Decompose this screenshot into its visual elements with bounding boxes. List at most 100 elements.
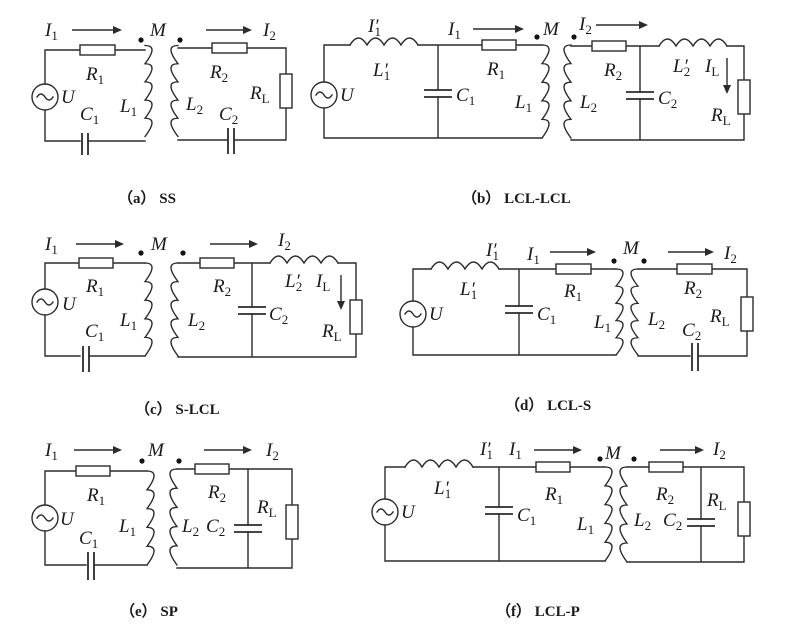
- label-r2: R2: [209, 62, 228, 85]
- dot-primary: [611, 258, 617, 264]
- ac-source-tilde-icon: [36, 93, 54, 101]
- resistor-rl: [737, 501, 751, 537]
- inductor-l1-prime: [430, 261, 500, 270]
- ac-source-tilde-icon: [315, 91, 333, 99]
- label-l1-prime: L′1: [372, 60, 390, 83]
- capacitor-c1: [82, 346, 90, 372]
- ac-source: [310, 81, 338, 109]
- capacitor-c1: [81, 133, 89, 155]
- capacitor-c2: [238, 306, 266, 315]
- label-rl: RL: [249, 83, 270, 106]
- ac-source-tilde-icon: [376, 508, 394, 516]
- label-c1: C1: [456, 85, 475, 108]
- primary-wires: [384, 466, 606, 562]
- dot-primary: [534, 34, 540, 40]
- resistor-rl: [740, 296, 754, 332]
- label-r1: R1: [544, 484, 563, 507]
- caption-d: （d） LCL-S: [505, 396, 591, 414]
- primary-wires: [323, 44, 543, 139]
- primary-wires: [412, 268, 617, 356]
- primary-wires: [44, 470, 148, 566]
- dot-primary: [139, 458, 145, 464]
- caption-c: （c） S-LCL: [135, 400, 220, 418]
- label-l1: L1: [576, 514, 594, 537]
- label-c2: C2: [663, 510, 682, 533]
- label-rl: RL: [321, 321, 342, 344]
- label-i1: I1: [44, 20, 58, 43]
- label-il: IL: [704, 56, 719, 79]
- inductor-l1: [604, 466, 613, 562]
- inductor-l2-prime: [269, 255, 339, 264]
- label-u: U: [340, 85, 355, 106]
- label-rl: RL: [709, 306, 730, 329]
- label-c2: C2: [269, 304, 288, 327]
- ac-source-tilde-icon: [36, 298, 54, 306]
- ac-source-tilde-icon: [36, 514, 54, 522]
- inductor-l1: [144, 44, 153, 138]
- label-l1: L1: [514, 92, 532, 115]
- label-i1-prime: I′1: [479, 439, 493, 462]
- panel-d-lcl-s: I′1 L′1 I1 M I2 R1 R2 U C1 L1 L2 C2 RL （…: [399, 238, 754, 414]
- resistor-r2: [199, 257, 235, 269]
- dot-secondary: [177, 37, 183, 43]
- label-c2: C2: [206, 516, 225, 539]
- panel-a-ss: I1 M I2 R1 R2 RL U C1 L1 L2 C2 （a） SS: [31, 20, 293, 207]
- label-c2: C2: [219, 104, 238, 127]
- dot-primary: [138, 250, 144, 256]
- caption-f: （f） LCL-P: [496, 602, 580, 620]
- label-c2: C2: [682, 320, 701, 343]
- label-u: U: [60, 509, 75, 530]
- label-i1: I1: [44, 234, 58, 257]
- label-c1: C1: [80, 104, 99, 127]
- inductor-l1-prime: [404, 459, 474, 468]
- label-i2: I2: [277, 230, 291, 253]
- primary-wires: [44, 49, 146, 142]
- ac-source: [31, 504, 59, 532]
- label-i1: I1: [508, 439, 522, 462]
- panel-c-s-lcl: I1 M I2 R1 R2 L′2 IL U C1 L1 L2 C2 RL （c…: [31, 230, 363, 418]
- ac-source: [31, 288, 59, 316]
- label-r1: R1: [85, 276, 104, 299]
- label-r2: R2: [212, 276, 231, 299]
- label-i1: I1: [44, 440, 58, 463]
- resistor-r2: [591, 40, 627, 52]
- inductor-l2: [170, 44, 179, 138]
- label-u: U: [62, 294, 77, 315]
- dot-primary: [597, 456, 603, 462]
- label-l1: L1: [119, 96, 137, 119]
- label-l2: L2: [187, 310, 205, 333]
- label-i1-prime: I′1: [367, 16, 381, 39]
- dot-secondary: [571, 34, 577, 40]
- label-l2-prime: L′2: [284, 271, 302, 294]
- dot-secondary: [631, 456, 637, 462]
- label-m: M: [147, 440, 165, 461]
- label-l2: L2: [633, 510, 651, 533]
- capacitor-c2: [227, 128, 235, 154]
- label-l1: L1: [119, 310, 137, 333]
- label-c1: C1: [517, 505, 536, 528]
- resistor-r1: [79, 44, 116, 56]
- label-i1: I1: [447, 19, 461, 42]
- label-r2: R2: [207, 482, 226, 505]
- label-rl: RL: [256, 497, 277, 520]
- label-r1: R1: [486, 59, 505, 82]
- resistor-r1: [78, 257, 114, 269]
- label-r1: R1: [85, 64, 104, 87]
- label-rl: RL: [706, 490, 727, 513]
- label-u: U: [429, 304, 444, 325]
- caption-b: （b） LCL-LCL: [462, 189, 571, 207]
- secondary-wires: [176, 468, 293, 569]
- label-l1: L1: [118, 516, 136, 539]
- resistor-r2: [194, 463, 230, 475]
- inductor-l1: [144, 262, 153, 357]
- inductor-l1: [541, 44, 550, 139]
- dot-secondary: [641, 258, 647, 264]
- capacitor-c2: [234, 524, 262, 533]
- inductor-l2: [630, 268, 639, 356]
- resistor-rl: [737, 79, 751, 115]
- panel-f-lcl-p: I′1 L′1 I1 M I2 R1 R2 RL U C1 L1 L2 C2 （…: [371, 439, 751, 620]
- label-c2: C2: [658, 88, 677, 111]
- dot-primary: [138, 37, 144, 43]
- secondary-wires: [177, 47, 287, 141]
- label-m: M: [604, 443, 622, 464]
